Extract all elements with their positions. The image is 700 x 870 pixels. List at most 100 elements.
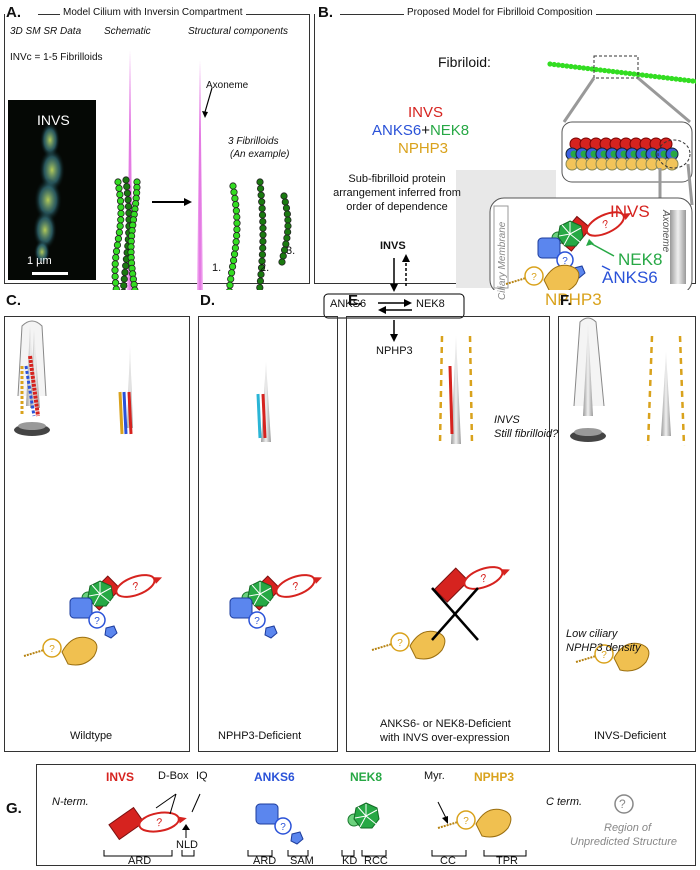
panel-f-label: F. [560, 292, 572, 309]
bead [259, 224, 267, 232]
bead [283, 210, 291, 218]
bead [256, 277, 265, 285]
panel-d [198, 316, 338, 752]
bead [656, 74, 662, 80]
panel-b-label: B. [318, 4, 333, 21]
low-density-2: NPHP3 density [566, 642, 641, 654]
bead [122, 176, 130, 184]
bead [227, 275, 235, 283]
bead [631, 71, 637, 77]
caption-invs-deficient: INVS-Deficient [594, 730, 667, 742]
panel-g [36, 764, 696, 866]
bead [229, 182, 237, 190]
unpredicted-qmark: ? [619, 797, 626, 811]
g-invs-ard: ARD [128, 855, 152, 867]
legend-nek8: NEK8 [429, 122, 470, 139]
scale-bar [32, 272, 68, 275]
bead [280, 192, 288, 200]
bead [116, 191, 124, 199]
bead [232, 201, 240, 209]
sub-note-line-1: Sub-fibrilloid protein [348, 173, 446, 185]
anks6-deficient-cilium [438, 335, 474, 445]
zoom-invs: INVS [610, 202, 650, 221]
nphp3-deficient-cilium [256, 362, 271, 442]
bead [694, 79, 696, 84]
bead [233, 219, 241, 227]
bead [120, 288, 127, 290]
bead [230, 250, 239, 258]
caption-nphp3: NPHP3-Deficient [218, 730, 302, 742]
bead [233, 213, 241, 221]
caption-e-2: with INVS over-expression [380, 732, 510, 744]
fibrilloid-number-1: 1. [212, 262, 222, 274]
panel-a [4, 14, 310, 284]
legend-anks6-nek8: ANKS6+NEK8 [372, 122, 469, 139]
bead [112, 285, 120, 290]
bead [112, 254, 120, 262]
fibriloid-label: Fibriloid: [438, 54, 491, 70]
bead [639, 72, 645, 78]
ciliary-membrane-label: Ciliary Membrane [497, 221, 508, 300]
bead [652, 73, 658, 80]
bead [686, 77, 692, 84]
bead [564, 63, 570, 69]
g-region-2: Unpredicted Structure [570, 836, 677, 848]
bead [648, 73, 654, 79]
bead [116, 222, 124, 230]
bead [673, 76, 679, 82]
fibrilloid-count-note: 3 Fibrilloids [228, 136, 279, 147]
bead [229, 256, 238, 264]
bead [256, 178, 264, 186]
bead [112, 247, 121, 255]
axoneme-label: Axoneme [206, 80, 249, 91]
zoom-anks6: ANKS6 [602, 268, 658, 287]
bead [123, 183, 131, 191]
fibrilloid-number-3: 3. [286, 245, 296, 257]
bead [231, 194, 239, 202]
g-anks6-ard: ARD [253, 855, 277, 867]
bead [618, 69, 624, 76]
bead [115, 228, 123, 236]
caption-wildtype: Wildtype [70, 730, 113, 742]
bead [593, 66, 599, 73]
bead [614, 69, 620, 75]
structural-fibrilloids [226, 178, 292, 290]
bead [669, 75, 675, 82]
bead [568, 63, 574, 70]
microscopy-image [8, 100, 96, 280]
legend-invs: INVS [408, 104, 444, 121]
still-fibrilloid-q1: INVS [494, 414, 520, 426]
bead [114, 178, 122, 186]
bead [644, 72, 650, 79]
bead [116, 197, 125, 205]
bead [623, 70, 629, 76]
g-nld: NLD [176, 839, 199, 851]
dep-nek8: NEK8 [416, 298, 445, 310]
g-iq: IQ [196, 770, 208, 782]
panel-g-label: G. [6, 800, 22, 817]
bead [597, 67, 603, 73]
dep-invs: INVS [380, 240, 406, 252]
sub-note-line-3: order of dependence [346, 201, 448, 213]
axoneme-label-b: Axoneme [660, 210, 671, 253]
bead [111, 260, 119, 268]
bead [111, 272, 119, 281]
axoneme-pointer [204, 87, 213, 113]
bead [111, 279, 120, 287]
bead [576, 64, 582, 71]
bead [120, 282, 128, 290]
scalebar-label: 1 µm [27, 255, 52, 267]
dep-anks6: ANKS6 [330, 298, 367, 310]
bead [259, 231, 267, 239]
bead [585, 65, 591, 72]
bead [278, 258, 286, 266]
bead [627, 70, 633, 77]
bead [228, 263, 237, 271]
bead [115, 184, 123, 192]
schematic-fibrilloids [111, 176, 141, 290]
dep-nphp3: NPHP3 [376, 345, 413, 357]
bead [111, 266, 119, 274]
g-tpr: TPR [496, 855, 518, 867]
bead [259, 237, 267, 245]
bead [284, 228, 292, 236]
